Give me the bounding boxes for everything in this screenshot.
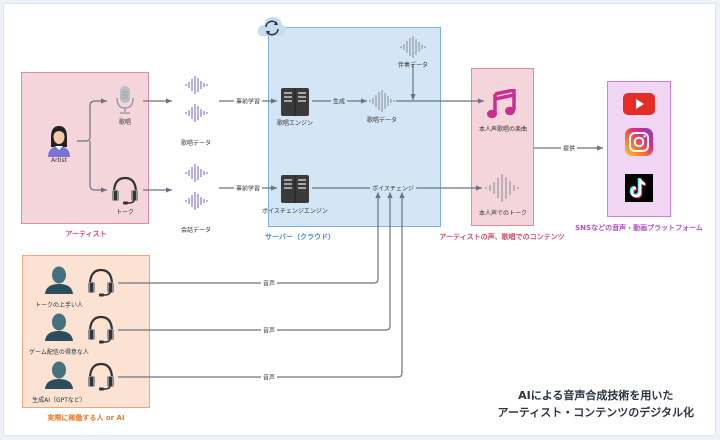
person-icon <box>45 266 73 294</box>
person-gamer-label: ゲーム配信の得意な人 <box>29 349 89 356</box>
headset-icon <box>88 362 114 391</box>
headset-icon <box>88 315 114 344</box>
server-engine-icon <box>281 88 309 116</box>
accompaniment-waveform-icon <box>400 36 426 58</box>
music-note-icon <box>487 89 516 119</box>
server-group-caption: サーバー（クラウド） <box>265 233 335 241</box>
singing-data-card <box>176 70 218 130</box>
microphone-icon <box>116 86 134 114</box>
instagram-icon <box>625 128 653 156</box>
accompaniment-data-label: 伴奏データ <box>397 62 429 69</box>
sync-icon <box>257 17 287 36</box>
waveform-icon <box>185 192 208 210</box>
edge-label-voice-1: 音声 <box>260 278 278 288</box>
artist-label: Artist <box>50 157 68 164</box>
song-output-label: 本人声歌唱の楽曲 <box>478 126 528 133</box>
talk-waveform-icon <box>485 174 519 202</box>
edge-artist-branch <box>77 98 107 142</box>
voice-change-engine-label: ボイスチェンジエンジン <box>262 208 328 215</box>
edge-label-generate: 生成 <box>330 96 348 106</box>
edge-voice-2 <box>118 192 393 331</box>
diagram-title: AIによる音声合成技術を用いた アーティスト・コンテンツのデジタル化 <box>498 387 694 421</box>
edge-label-pretrain-2: 事前学習 <box>233 183 263 193</box>
edge-artist-branch-talk <box>89 141 107 193</box>
person-icon <box>45 361 73 389</box>
people-group-caption: 実際に稼働する人 or AI <box>47 414 125 422</box>
headset-icon <box>112 176 138 205</box>
waveform-icon <box>185 164 208 182</box>
generated-waveform-icon <box>369 90 395 112</box>
people-group <box>22 255 150 408</box>
edge-label-voice-2: 音声 <box>260 325 278 335</box>
talk-output-label: 本人声でのトーク <box>478 210 528 217</box>
edge-label-pretrain-1: 事前学習 <box>233 96 263 106</box>
conversation-data-label: 会話データ <box>180 227 212 234</box>
talk-label: トーク <box>115 209 135 216</box>
singing-data-label: 歌唱データ <box>180 140 212 147</box>
content-group-caption: アーティストの声、歌唱でのコンテンツ <box>439 233 565 241</box>
edge-label-provide: 提供 <box>560 143 578 153</box>
edge-label-voice-3: 音声 <box>260 372 278 382</box>
artist-group-caption: アーティスト <box>65 230 107 238</box>
title-line-2: アーティスト・コンテンツのデジタル化 <box>497 406 694 419</box>
voice-change-label: ボイスチェンジ <box>370 183 416 193</box>
title-line-1: AIによる音声合成技術を用いた <box>518 389 674 402</box>
edge-voice-1 <box>118 192 381 284</box>
person-ai-label: 生成AI（GPTなど） <box>32 397 86 404</box>
waveform-icon <box>185 76 208 94</box>
person-icon <box>45 313 73 341</box>
singing-engine-label: 歌唱エンジン <box>276 120 314 127</box>
waveform-icon <box>185 104 208 122</box>
person-talker-label: トークの上手い人 <box>34 302 84 309</box>
server-engine-icon <box>281 175 309 203</box>
headset-icon <box>88 268 114 297</box>
youtube-icon <box>623 93 655 115</box>
edge-voice-3 <box>118 192 405 378</box>
tiktok-icon <box>625 174 653 202</box>
singing-label: 歌唱 <box>118 119 132 126</box>
generated-singing-data-label: 歌唱データ <box>366 117 398 124</box>
conversation-data-card <box>176 158 218 218</box>
artist-avatar-icon <box>48 126 70 157</box>
sns-group-caption: SNSなどの音声・動画プラットフォーム <box>575 224 703 232</box>
